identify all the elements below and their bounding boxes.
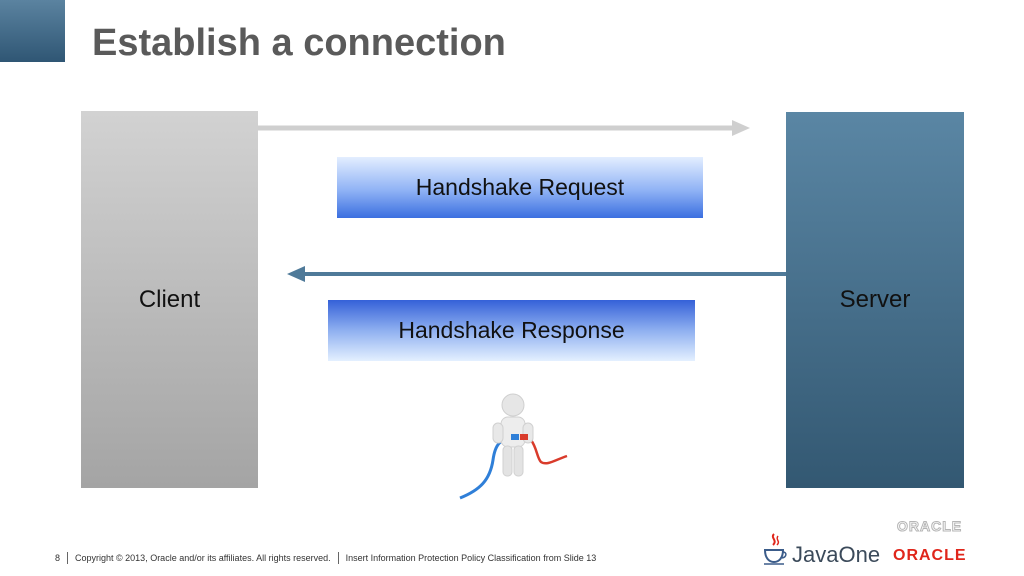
server-node: Server bbox=[786, 112, 964, 488]
client-label: Client bbox=[138, 285, 201, 313]
person-plugging-cables-illustration bbox=[459, 393, 568, 500]
handshake-response-label: Handshake Response bbox=[398, 317, 625, 343]
javaone-logo: JavaOne bbox=[762, 532, 880, 566]
classification-text: Insert Information Protection Policy Cla… bbox=[345, 553, 597, 563]
handshake-request-box: Handshake Request bbox=[337, 157, 703, 218]
copyright-text: Copyright © 2013, Oracle and/or its affi… bbox=[75, 553, 331, 563]
page-number: 8 bbox=[55, 553, 61, 563]
footer-divider bbox=[337, 552, 339, 564]
request-arrow bbox=[258, 120, 750, 136]
java-coffee-cup-icon bbox=[763, 533, 787, 565]
corner-accent-block bbox=[0, 0, 65, 62]
oracle-logo: ORACLE bbox=[893, 547, 967, 564]
client-node: Client bbox=[81, 111, 258, 488]
javaone-wordmark: JavaOne bbox=[792, 542, 881, 567]
oracle-logo-outline: ORACLE bbox=[896, 518, 963, 535]
server-label: Server bbox=[839, 286, 911, 313]
slide-footer: 8 Copyright © 2013, Oracle and/or its af… bbox=[55, 552, 596, 564]
response-arrow bbox=[287, 266, 786, 282]
footer-divider bbox=[67, 552, 69, 564]
handshake-request-label: Handshake Request bbox=[415, 174, 625, 200]
handshake-response-box: Handshake Response bbox=[328, 300, 695, 361]
page-title: Establish a connection bbox=[92, 22, 506, 64]
